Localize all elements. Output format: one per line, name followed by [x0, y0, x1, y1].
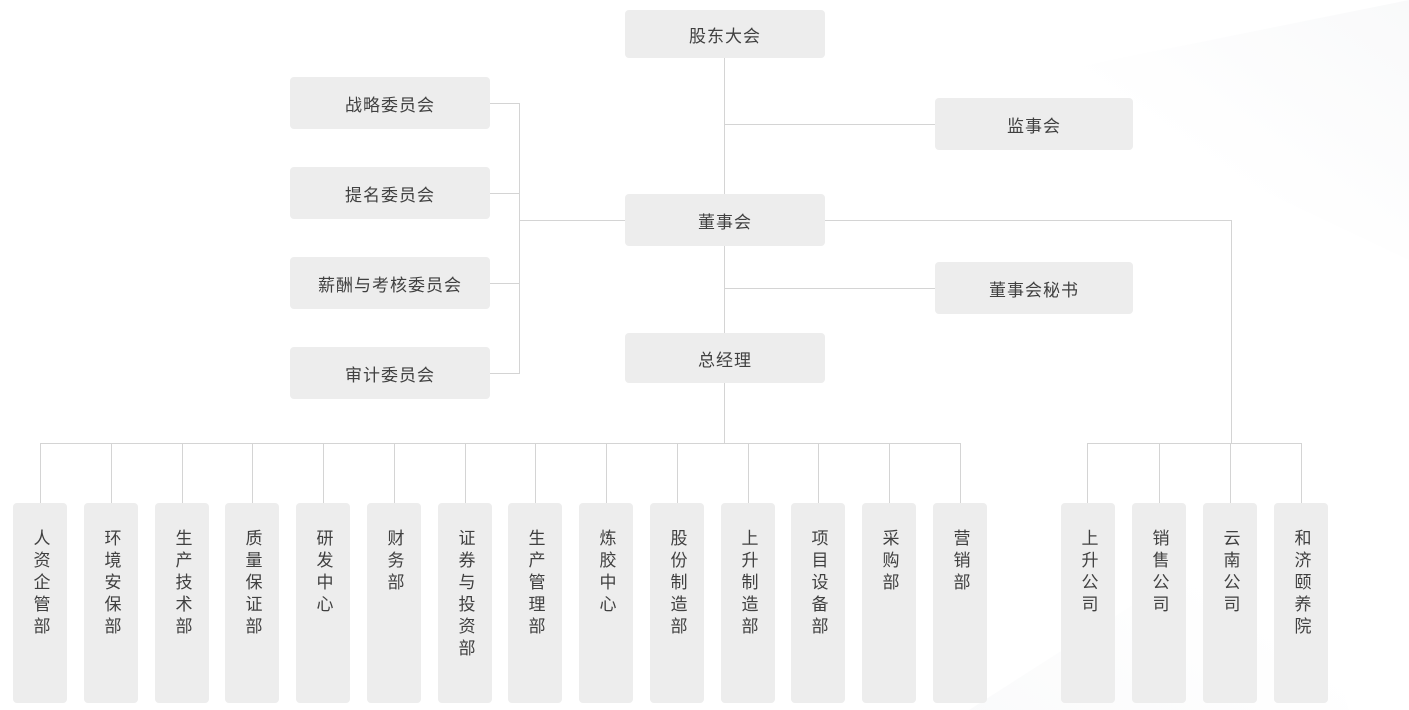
connector-drop — [535, 443, 536, 503]
department-node: 生产技术部 — [155, 503, 209, 703]
department-node: 项目设备部 — [791, 503, 845, 703]
connector-drop — [1230, 443, 1231, 503]
connector-drop — [394, 443, 395, 503]
connector-drop — [111, 443, 112, 503]
subsidiary-label: 销售公司 — [1149, 529, 1169, 617]
department-node: 生产管理部 — [508, 503, 562, 703]
department-node: 质量保证部 — [225, 503, 279, 703]
connector-drop — [1159, 443, 1160, 503]
department-node: 炼胶中心 — [579, 503, 633, 703]
connector-drop — [465, 443, 466, 503]
department-node: 营销部 — [933, 503, 987, 703]
connector-drop — [960, 443, 961, 503]
department-label: 项目设备部 — [808, 529, 828, 639]
department-node: 人资企管部 — [13, 503, 67, 703]
connector-drop — [323, 443, 324, 503]
subsidiary-node: 和济颐养院 — [1274, 503, 1328, 703]
connector-drop — [1087, 443, 1088, 503]
general-manager-node: 总经理 — [625, 333, 825, 383]
connector-drop — [818, 443, 819, 503]
connector-drop — [677, 443, 678, 503]
subsidiary-node: 销售公司 — [1132, 503, 1186, 703]
connector-committee-4 — [490, 373, 519, 374]
department-node: 采购部 — [862, 503, 916, 703]
department-label: 炼胶中心 — [596, 529, 616, 617]
subsidiary-node: 云南公司 — [1203, 503, 1257, 703]
connector-drop — [40, 443, 41, 503]
supervisory-board-node: 监事会 — [935, 98, 1133, 150]
connector-drop — [748, 443, 749, 503]
board-secretary-node: 董事会秘书 — [935, 262, 1133, 314]
department-node: 环境安保部 — [84, 503, 138, 703]
connector-drop — [252, 443, 253, 503]
connector-secretary — [725, 288, 935, 289]
department-label: 上升制造部 — [738, 529, 758, 639]
department-label: 环境安保部 — [101, 529, 121, 639]
connector-board-gm — [724, 246, 725, 333]
department-label: 财务部 — [384, 529, 404, 595]
audit-committee-node: 审计委员会 — [290, 347, 490, 399]
remuneration-committee-node: 薪酬与考核委员会 — [290, 257, 490, 309]
connector-drop — [606, 443, 607, 503]
board-node: 董事会 — [625, 194, 825, 246]
connector-drop — [889, 443, 890, 503]
subsidiary-label: 和济颐养院 — [1291, 529, 1311, 639]
connector-supervisory — [725, 124, 935, 125]
department-node: 股份制造部 — [650, 503, 704, 703]
connector-drop — [182, 443, 183, 503]
connector-subsidiary-bus — [1087, 443, 1301, 444]
department-label: 生产管理部 — [525, 529, 545, 639]
connector-committee-2 — [490, 193, 519, 194]
department-label: 股份制造部 — [667, 529, 687, 639]
department-label: 营销部 — [950, 529, 970, 595]
department-label: 质量保证部 — [242, 529, 262, 639]
strategy-committee-node: 战略委员会 — [290, 77, 490, 129]
subsidiary-node: 上升公司 — [1061, 503, 1115, 703]
department-label: 人资企管部 — [30, 529, 50, 639]
department-label: 研发中心 — [313, 529, 333, 617]
connector-rail-to-board — [519, 220, 625, 221]
subsidiary-label: 云南公司 — [1220, 529, 1240, 617]
connector-right-branch-drop — [1231, 220, 1232, 443]
department-label: 生产技术部 — [172, 529, 192, 639]
department-node: 研发中心 — [296, 503, 350, 703]
connector-shareholders-board — [724, 58, 725, 194]
connector-gm-bus — [724, 383, 725, 443]
department-node: 财务部 — [367, 503, 421, 703]
department-node: 上升制造部 — [721, 503, 775, 703]
department-node: 证券与投资部 — [438, 503, 492, 703]
shareholders-meeting-node: 股东大会 — [625, 10, 825, 58]
connector-department-bus — [40, 443, 960, 444]
subsidiary-label: 上升公司 — [1078, 529, 1098, 617]
department-label: 采购部 — [879, 529, 899, 595]
department-label: 证券与投资部 — [455, 529, 475, 661]
connector-committee-3 — [490, 283, 519, 284]
connector-drop — [1301, 443, 1302, 503]
connector-committee-1 — [490, 103, 519, 104]
connector-board-right-branch — [825, 220, 1231, 221]
nomination-committee-node: 提名委员会 — [290, 167, 490, 219]
connector-committee-rail — [519, 103, 520, 374]
